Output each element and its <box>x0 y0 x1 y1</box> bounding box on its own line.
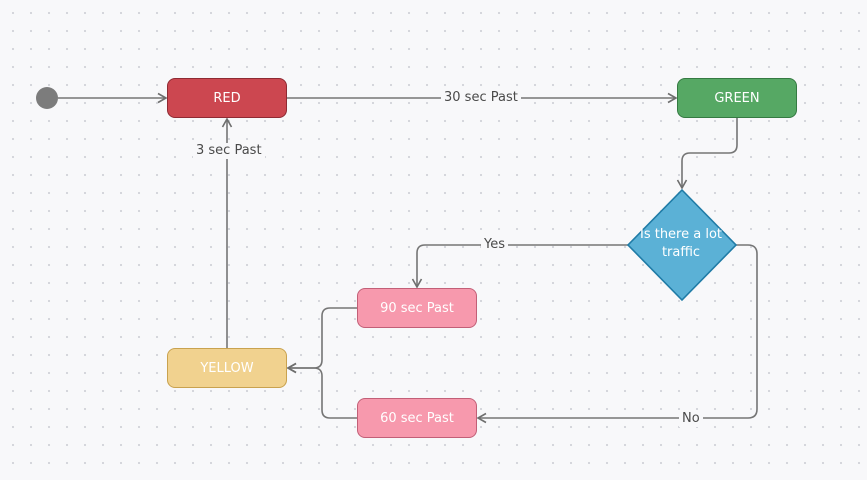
decision-diamond[interactable] <box>626 188 738 302</box>
state-yellow-label: YELLOW <box>200 360 254 376</box>
edge-decision-no[interactable] <box>476 244 758 424</box>
state-green-label: GREEN <box>714 90 760 106</box>
node-60-sec[interactable]: 60 sec Past <box>357 398 477 438</box>
edge-label-yes: Yes <box>481 237 508 253</box>
decision-label: Is there a lot traffic <box>639 227 723 260</box>
edge-ninety-to-yellow[interactable] <box>286 307 357 374</box>
node-90-sec[interactable]: 90 sec Past <box>357 288 477 328</box>
edge-green-to-decision[interactable] <box>676 118 738 190</box>
edge-label-30-sec: 30 sec Past <box>441 90 521 106</box>
state-green[interactable]: GREEN <box>677 78 797 118</box>
edge-label-no: No <box>679 411 703 427</box>
state-red-label: RED <box>213 90 241 106</box>
state-red[interactable]: RED <box>167 78 287 118</box>
node-60-sec-label: 60 sec Past <box>380 410 454 426</box>
edge-sixty-to-yellow[interactable] <box>286 362 357 419</box>
node-90-sec-label: 90 sec Past <box>380 300 454 316</box>
start-node[interactable] <box>36 87 58 109</box>
state-yellow[interactable]: YELLOW <box>167 348 287 388</box>
edge-label-3-sec: 3 sec Past <box>193 143 265 159</box>
edge-decision-yes[interactable] <box>411 244 628 289</box>
